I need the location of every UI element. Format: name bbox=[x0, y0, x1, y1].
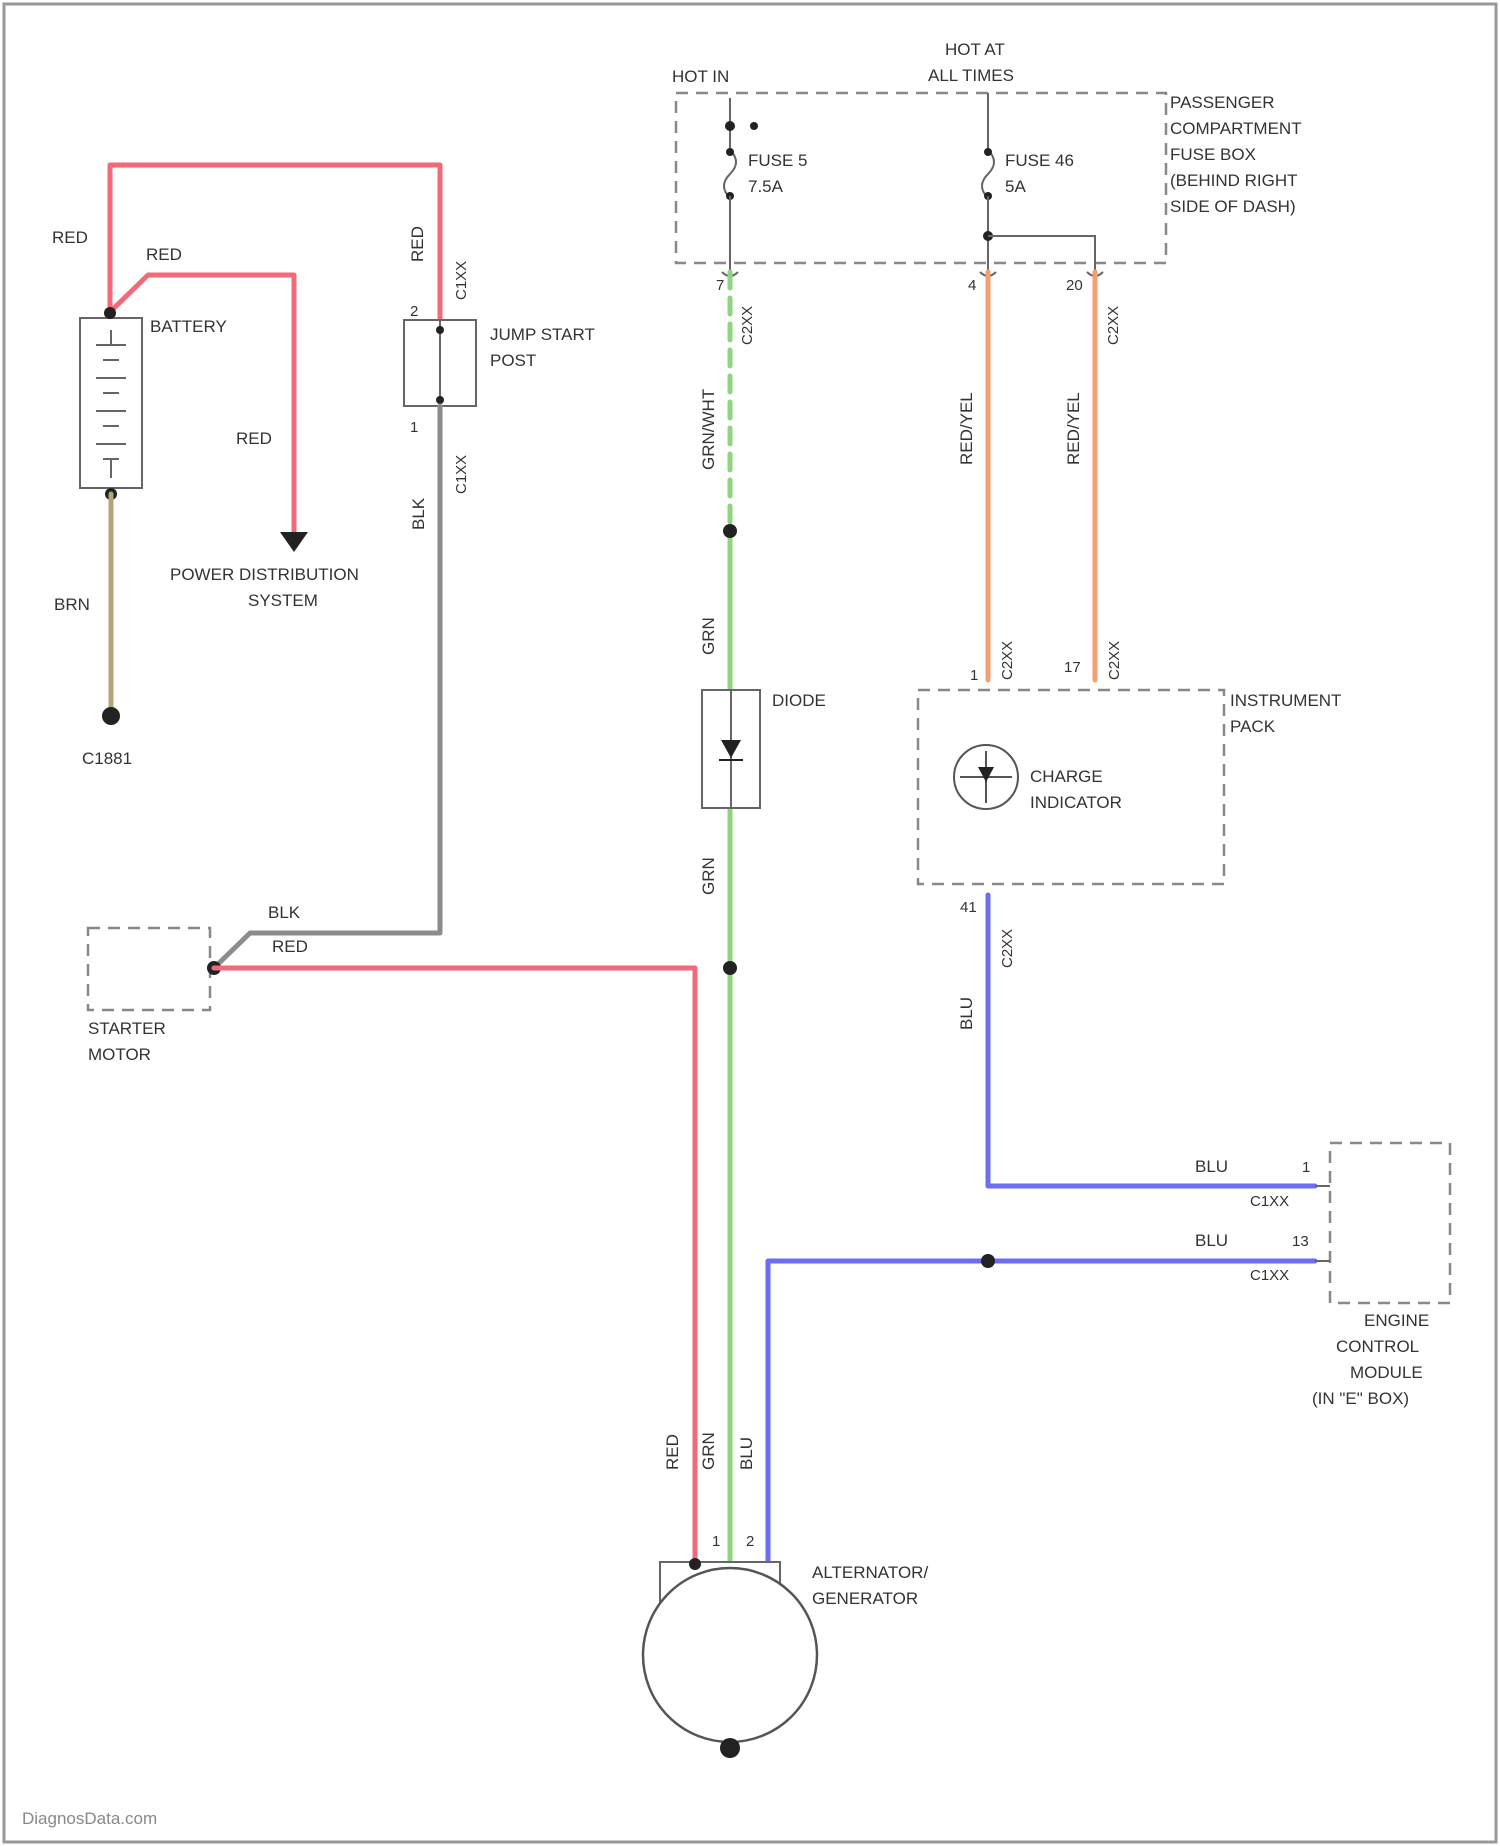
wire-label-alt-grn: GRN bbox=[699, 1432, 718, 1470]
watermark: DiagnosData.com bbox=[22, 1809, 157, 1828]
alternator-ground bbox=[720, 1738, 740, 1758]
wire-label-red-battery: RED bbox=[146, 245, 182, 264]
fuse-46-name: FUSE 46 bbox=[1005, 151, 1074, 170]
fuse-5-rating: 7.5A bbox=[748, 177, 784, 196]
pin-instrument-2: 17 bbox=[1064, 659, 1081, 676]
lamp-icon bbox=[954, 745, 1018, 809]
pin-ecm-1: 1 bbox=[1302, 1159, 1310, 1176]
connector-fuse-5: C2XX bbox=[739, 306, 756, 345]
pin-instrument-3: 41 bbox=[960, 899, 977, 916]
wire-label-grn-upper: GRN bbox=[699, 617, 718, 655]
instrument-label-1: INSTRUMENT bbox=[1230, 691, 1341, 710]
ground-c1881 bbox=[102, 707, 120, 725]
connector-instrument-1: C2XX bbox=[999, 641, 1016, 680]
alternator-icon bbox=[643, 1568, 817, 1742]
wire-label-grn-wht: GRN/WHT bbox=[699, 389, 718, 470]
ecm-label-2: CONTROL bbox=[1336, 1337, 1419, 1356]
alternator-label-2: GENERATOR bbox=[812, 1589, 918, 1608]
connector-instrument-2: C2XX bbox=[1106, 641, 1123, 680]
pin-instrument-1: 1 bbox=[970, 667, 978, 684]
charge-indicator-label-1: CHARGE bbox=[1030, 767, 1103, 786]
wire-label-blu-instrument: BLU bbox=[957, 997, 976, 1030]
connector-ecm-2: C1XX bbox=[1250, 1267, 1289, 1284]
pin-fuse-46b: 20 bbox=[1066, 277, 1083, 294]
wire-label-red-starter: RED bbox=[272, 937, 308, 956]
wire-label-alt-red: RED bbox=[663, 1434, 682, 1470]
fuse-box-label-1: PASSENGER bbox=[1170, 93, 1275, 112]
wire-label-grn-lower: GRN bbox=[699, 857, 718, 895]
starter-label-2: MOTOR bbox=[88, 1045, 151, 1064]
fuse-5-node-2 bbox=[750, 122, 758, 130]
fuse-box-label-5: SIDE OF DASH) bbox=[1170, 197, 1296, 216]
alternator-label-1: ALTERNATOR/ bbox=[812, 1563, 928, 1582]
connector-jump-top: C1XX bbox=[453, 261, 470, 300]
splice-grn-upper bbox=[723, 524, 737, 538]
wire-label-alt-blu: BLU bbox=[737, 1437, 756, 1470]
connector-jump-bottom: C1XX bbox=[453, 455, 470, 494]
power-distribution-label-2: SYSTEM bbox=[248, 591, 318, 610]
connector-fuse-46b: C2XX bbox=[1105, 306, 1122, 345]
jump-start-post-bottom bbox=[436, 396, 444, 404]
wire-label-red-pds: RED bbox=[236, 429, 272, 448]
jump-start-label-2: POST bbox=[490, 351, 536, 370]
fuse-box-label-3: FUSE BOX bbox=[1170, 145, 1256, 164]
pin-alt-2: 2 bbox=[746, 1533, 754, 1550]
jump-start-label-1: JUMP START bbox=[490, 325, 595, 344]
fuse-5-name: FUSE 5 bbox=[748, 151, 808, 170]
jump-start-post-top bbox=[436, 326, 444, 334]
wire-label-red-yel-1: RED/YEL bbox=[957, 392, 976, 465]
connector-ecm-1: C1XX bbox=[1250, 1193, 1289, 1210]
fuse-46-rating: 5A bbox=[1005, 177, 1026, 196]
wire-label-red-jump: RED bbox=[408, 226, 427, 262]
power-distribution-label-1: POWER DISTRIBUTION bbox=[170, 565, 359, 584]
pin-alt-1: 1 bbox=[712, 1533, 720, 1550]
pin-jump-top: 2 bbox=[410, 303, 418, 320]
wire-label-red-yel-2: RED/YEL bbox=[1064, 392, 1083, 465]
fuse-46-end-top bbox=[984, 148, 992, 156]
alternator-b-plus-terminal bbox=[689, 1558, 701, 1570]
battery-positive-terminal bbox=[104, 307, 116, 319]
fuse-box-label-4: (BEHIND RIGHT bbox=[1170, 171, 1298, 190]
instrument-label-2: PACK bbox=[1230, 717, 1276, 736]
ecm-label-4: (IN "E" BOX) bbox=[1312, 1389, 1409, 1408]
ecm-label-3: MODULE bbox=[1350, 1363, 1423, 1382]
wire-label-blu-ecm-2: BLU bbox=[1195, 1231, 1228, 1250]
hot-at-label-2: ALL TIMES bbox=[928, 66, 1014, 85]
pin-jump-bottom: 1 bbox=[410, 419, 418, 436]
wire-label-blu-ecm-1: BLU bbox=[1195, 1157, 1228, 1176]
ecm-label-1: ENGINE bbox=[1364, 1311, 1429, 1330]
c1881-label: C1881 bbox=[82, 749, 132, 768]
diode-label: DIODE bbox=[772, 691, 826, 710]
pin-fuse-5: 7 bbox=[716, 277, 724, 294]
fuse-5-end-top bbox=[726, 148, 734, 156]
splice-grn-lower bbox=[723, 961, 737, 975]
hot-in-label: HOT IN bbox=[672, 67, 729, 86]
battery-label: BATTERY bbox=[150, 317, 227, 336]
fuse-5-node bbox=[725, 121, 735, 131]
wire-label-blk-starter: BLK bbox=[268, 903, 301, 922]
connector-instrument-3: C2XX bbox=[999, 929, 1016, 968]
splice-blu bbox=[981, 1254, 995, 1268]
starter-label-1: STARTER bbox=[88, 1019, 166, 1038]
hot-at-label-1: HOT AT bbox=[945, 40, 1005, 59]
wire-label-brn: BRN bbox=[54, 595, 90, 614]
pin-fuse-46a: 4 bbox=[968, 277, 976, 294]
charge-indicator-label-2: INDICATOR bbox=[1030, 793, 1122, 812]
pin-ecm-2: 13 bbox=[1292, 1233, 1309, 1250]
wire-label-red-top: RED bbox=[52, 228, 88, 247]
wire-label-blk-jump: BLK bbox=[409, 497, 428, 530]
fuse-box-label-2: COMPARTMENT bbox=[1170, 119, 1302, 138]
